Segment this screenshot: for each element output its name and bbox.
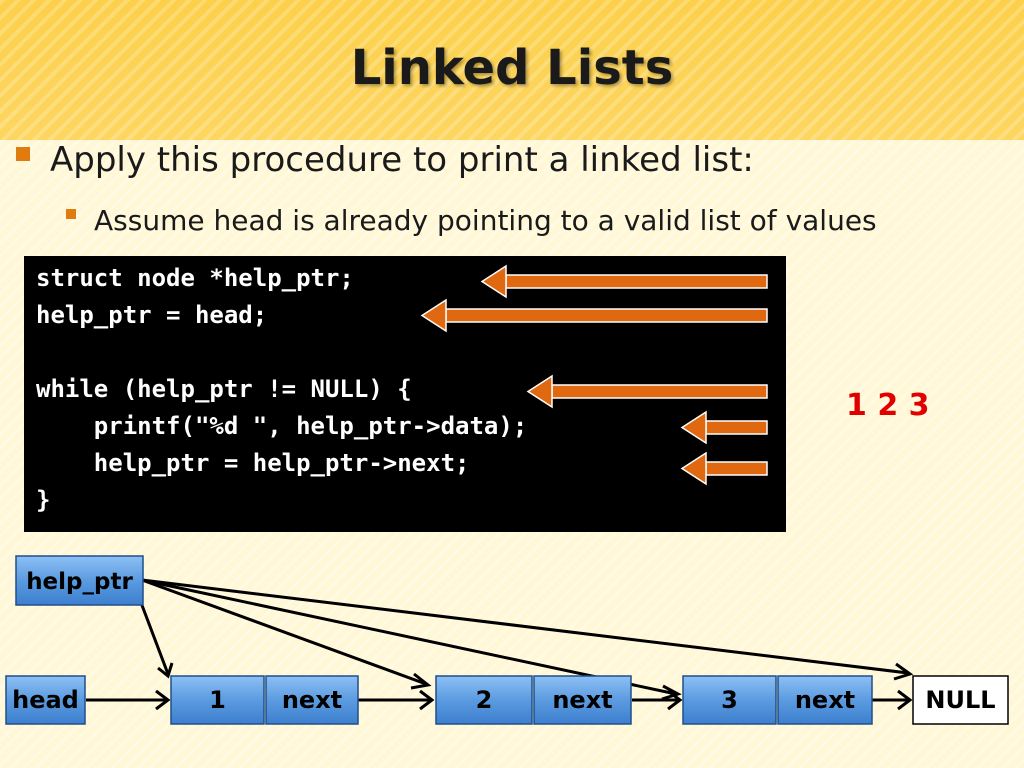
code-line-4: while (help_ptr != NULL) { <box>36 375 412 403</box>
slide-title: Linked Lists <box>350 40 674 96</box>
next-links <box>86 689 913 711</box>
code-line-5: printf("%d ", help_ptr->data); <box>36 412 528 440</box>
orange-arrow-line-2 <box>420 298 768 333</box>
code-line-7: } <box>36 486 51 514</box>
node-2-next-cell <box>533 675 632 725</box>
node-1-next: next <box>282 686 342 714</box>
help-ptr-to-node-1-head <box>157 662 174 679</box>
help-ptr-links <box>138 578 914 701</box>
bullet-square-icon <box>66 209 76 219</box>
node-3-data-cell <box>682 675 777 725</box>
node-2-next: next <box>552 686 612 714</box>
head-to-node-1-head <box>155 689 171 711</box>
node-3-next: next <box>795 686 855 714</box>
help-ptr-to-node-3-head <box>661 684 682 701</box>
bullet-sub-text: Assume head is already pointing to a val… <box>94 204 877 237</box>
node-1: 1 next <box>170 675 359 725</box>
node-2-data-cell <box>435 675 533 725</box>
head-label: head <box>12 686 79 714</box>
node-1-next-cell <box>265 675 359 725</box>
node-3-data: 3 <box>721 686 738 714</box>
code-pointer-arrows <box>420 264 768 486</box>
help-ptr-to-node-2 <box>141 578 427 686</box>
help-ptr-to-node-2-head <box>410 672 432 690</box>
code-line-6: help_ptr = help_ptr->next; <box>36 449 470 477</box>
null-box: NULL <box>912 675 1009 725</box>
node-1-to-node-2-head <box>419 689 435 711</box>
node-2-data: 2 <box>476 686 493 714</box>
help-ptr-to-null <box>141 578 909 675</box>
help-ptr-box: help_ptr <box>15 555 144 606</box>
help-ptr-to-node-3 <box>141 578 677 696</box>
orange-arrow-line-5 <box>680 410 768 445</box>
bullet-main: Apply this procedure to print a linked l… <box>16 140 754 180</box>
node-2-to-node-3-head <box>667 689 683 711</box>
node-3-next-cell <box>777 675 873 725</box>
bullet-main-text: Apply this procedure to print a linked l… <box>50 140 754 180</box>
orange-arrow-line-6 <box>680 451 768 486</box>
title-band <box>0 0 1024 140</box>
null-label: NULL <box>925 686 995 714</box>
bullet-square-icon <box>16 146 30 161</box>
code-line-1: struct node *help_ptr; <box>36 264 354 292</box>
program-output: 1 2 3 <box>846 388 930 423</box>
node-1-data: 1 <box>209 686 226 714</box>
node-3: 3 next <box>682 675 873 725</box>
help-ptr-to-node-1 <box>138 599 170 675</box>
node-2: 2 next <box>435 675 632 725</box>
help-ptr-to-null-head <box>893 662 914 681</box>
node-3-to-null-head <box>897 689 913 711</box>
help-ptr-label: help_ptr <box>26 569 133 595</box>
orange-arrow-line-4 <box>526 374 768 409</box>
head-box: head <box>5 675 86 725</box>
node-1-data-cell <box>170 675 265 725</box>
orange-arrow-line-1 <box>480 264 768 299</box>
bullet-sub: Assume head is already pointing to a val… <box>66 204 877 237</box>
code-line-2: help_ptr = head; <box>36 301 268 329</box>
